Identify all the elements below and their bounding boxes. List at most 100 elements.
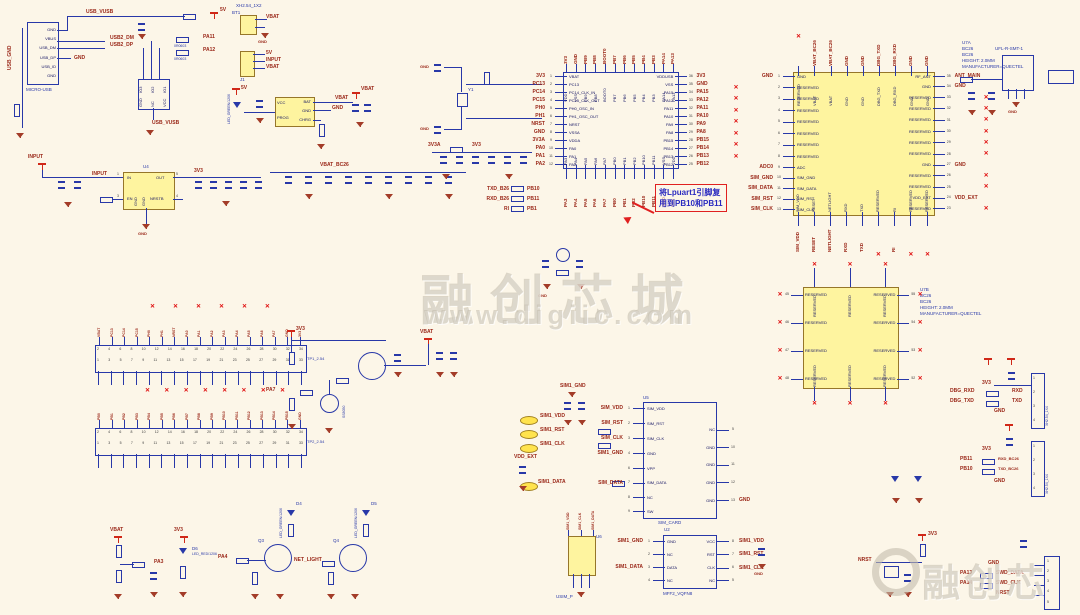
pin-name: RESERVED	[797, 96, 819, 101]
net-label-3v3: 3V3	[472, 142, 481, 148]
pin-row: RESERVED 29 ✕	[886, 140, 989, 146]
pin-name: VCC	[706, 538, 715, 544]
pin-wire	[237, 337, 239, 345]
pin-name: NC	[647, 494, 653, 500]
net-label: SIM1_VDD	[540, 413, 566, 419]
pin-row: RESERVED 55 ✕	[847, 292, 923, 298]
pin-number: 28	[259, 347, 264, 351]
pin-wire	[849, 387, 851, 401]
pin-name: GND	[797, 73, 806, 79]
pin-number: 28	[688, 137, 693, 142]
no-connect-x: ✕	[172, 304, 179, 310]
pin-name: SIM_VDD	[647, 405, 665, 411]
pin-wire	[643, 165, 645, 179]
pin-wire	[884, 387, 886, 401]
pin-wire	[174, 371, 176, 385]
pin-name: PB8	[592, 94, 598, 102]
pin-wire	[861, 212, 863, 226]
pin-name: PA11	[664, 105, 674, 111]
pin-number: 4	[628, 451, 630, 456]
pin-col: PC14	[122, 314, 127, 345]
net-label: PA3	[222, 330, 227, 337]
pin-wire	[237, 371, 239, 385]
net-label-gnd: GND	[994, 408, 1006, 414]
pin-number: 7	[550, 121, 552, 126]
pin-wire	[932, 131, 945, 133]
pin-wire	[717, 567, 729, 569]
pin-number: 31	[946, 117, 951, 122]
no-connect-x: ✕	[847, 401, 853, 407]
pin-number: 13	[166, 358, 171, 362]
pin-name: PC14_CLK_IN	[569, 89, 596, 95]
led-symbol	[362, 510, 370, 516]
no-connect-x: ✕	[241, 304, 247, 310]
pin-row: VDDUSB 36 3V3	[640, 74, 727, 79]
no-connect-x: ✕	[917, 292, 923, 298]
capacitor	[138, 23, 145, 31]
pin-number: 1	[1033, 376, 1035, 380]
net-label: GND	[297, 412, 302, 420]
pin-wire	[124, 420, 126, 428]
net-label-nrst: NRST	[996, 590, 1010, 596]
corner-logo-icon	[872, 548, 920, 596]
pin-col: PB3 PB3	[651, 38, 657, 102]
pin-number: 36	[688, 73, 693, 78]
net-label: PA15	[696, 89, 709, 95]
pin-name: RESERVED	[797, 142, 819, 147]
net-label: PC14	[122, 328, 127, 337]
usim-p-label: USIM_P	[556, 594, 573, 599]
bc26c-connector-label: XH2.54_1X4	[1045, 474, 1049, 494]
esd-pin: VCC	[162, 98, 167, 107]
net-label: 5V	[266, 50, 273, 56]
net-label: SIM1_DATA	[590, 510, 595, 530]
pin-wire	[555, 92, 567, 93]
net-label: SIM1_CLK	[540, 441, 565, 447]
pin-number: 31	[285, 358, 290, 362]
pin-number: 2	[648, 551, 650, 556]
pin-number: 54	[911, 320, 916, 325]
net-label: PA6	[592, 198, 598, 207]
pin-row: PA2 12 PA2	[515, 162, 625, 167]
pin-wire	[673, 64, 675, 72]
pin-col: PA4	[235, 314, 240, 345]
pin-wire	[830, 66, 832, 76]
net-label: PC15	[134, 328, 139, 337]
net-label: GND	[572, 54, 578, 64]
net-label: PB0	[97, 413, 101, 420]
pin-row: SIM_VDD 1 SIM_VDD	[583, 406, 683, 411]
pin-number: 5	[778, 119, 780, 124]
pin-name: NC	[667, 551, 673, 557]
pin-wire	[555, 124, 567, 125]
pin-row: PA12 33 PA12	[640, 98, 727, 103]
pin-wire	[634, 165, 636, 179]
resistor	[511, 186, 524, 192]
pin-name: PA0	[569, 145, 577, 151]
pin-number: 52	[911, 376, 916, 381]
pin-col: SIM1_CLK	[578, 504, 583, 536]
pin-number: 12	[777, 196, 781, 201]
pin-wire	[624, 64, 626, 72]
net-label-gnd: GND	[994, 478, 1006, 484]
pin-wire	[124, 337, 126, 345]
pin-wire	[633, 497, 645, 499]
pin-name: RESERVED	[873, 320, 896, 325]
charger-pin: BAT	[303, 99, 311, 104]
pin-number: 8	[130, 347, 133, 351]
net-label: SIM1_VDD	[566, 512, 570, 530]
pin-name: PB13	[663, 153, 674, 159]
no-connect-x: ✕	[983, 94, 989, 101]
annotation-line2: 用到PB10和PB11	[659, 199, 723, 209]
net-label: PC15	[532, 97, 545, 103]
pin-col: PB7	[185, 397, 190, 428]
crystal-y2	[556, 248, 570, 262]
pin-row: GND 10	[672, 445, 762, 450]
pin-col: RESERVED ✕	[924, 184, 930, 260]
pin-wire	[275, 371, 277, 385]
pin-number: 3	[550, 89, 552, 94]
net-label: SIM_GND	[750, 174, 773, 181]
charger-led-label: LED_GREEN/1206	[227, 94, 231, 124]
pin-wire	[633, 468, 645, 470]
pin-number: 11	[731, 462, 735, 467]
pin-number: 1	[778, 73, 780, 78]
pin-name: NC	[709, 427, 715, 432]
